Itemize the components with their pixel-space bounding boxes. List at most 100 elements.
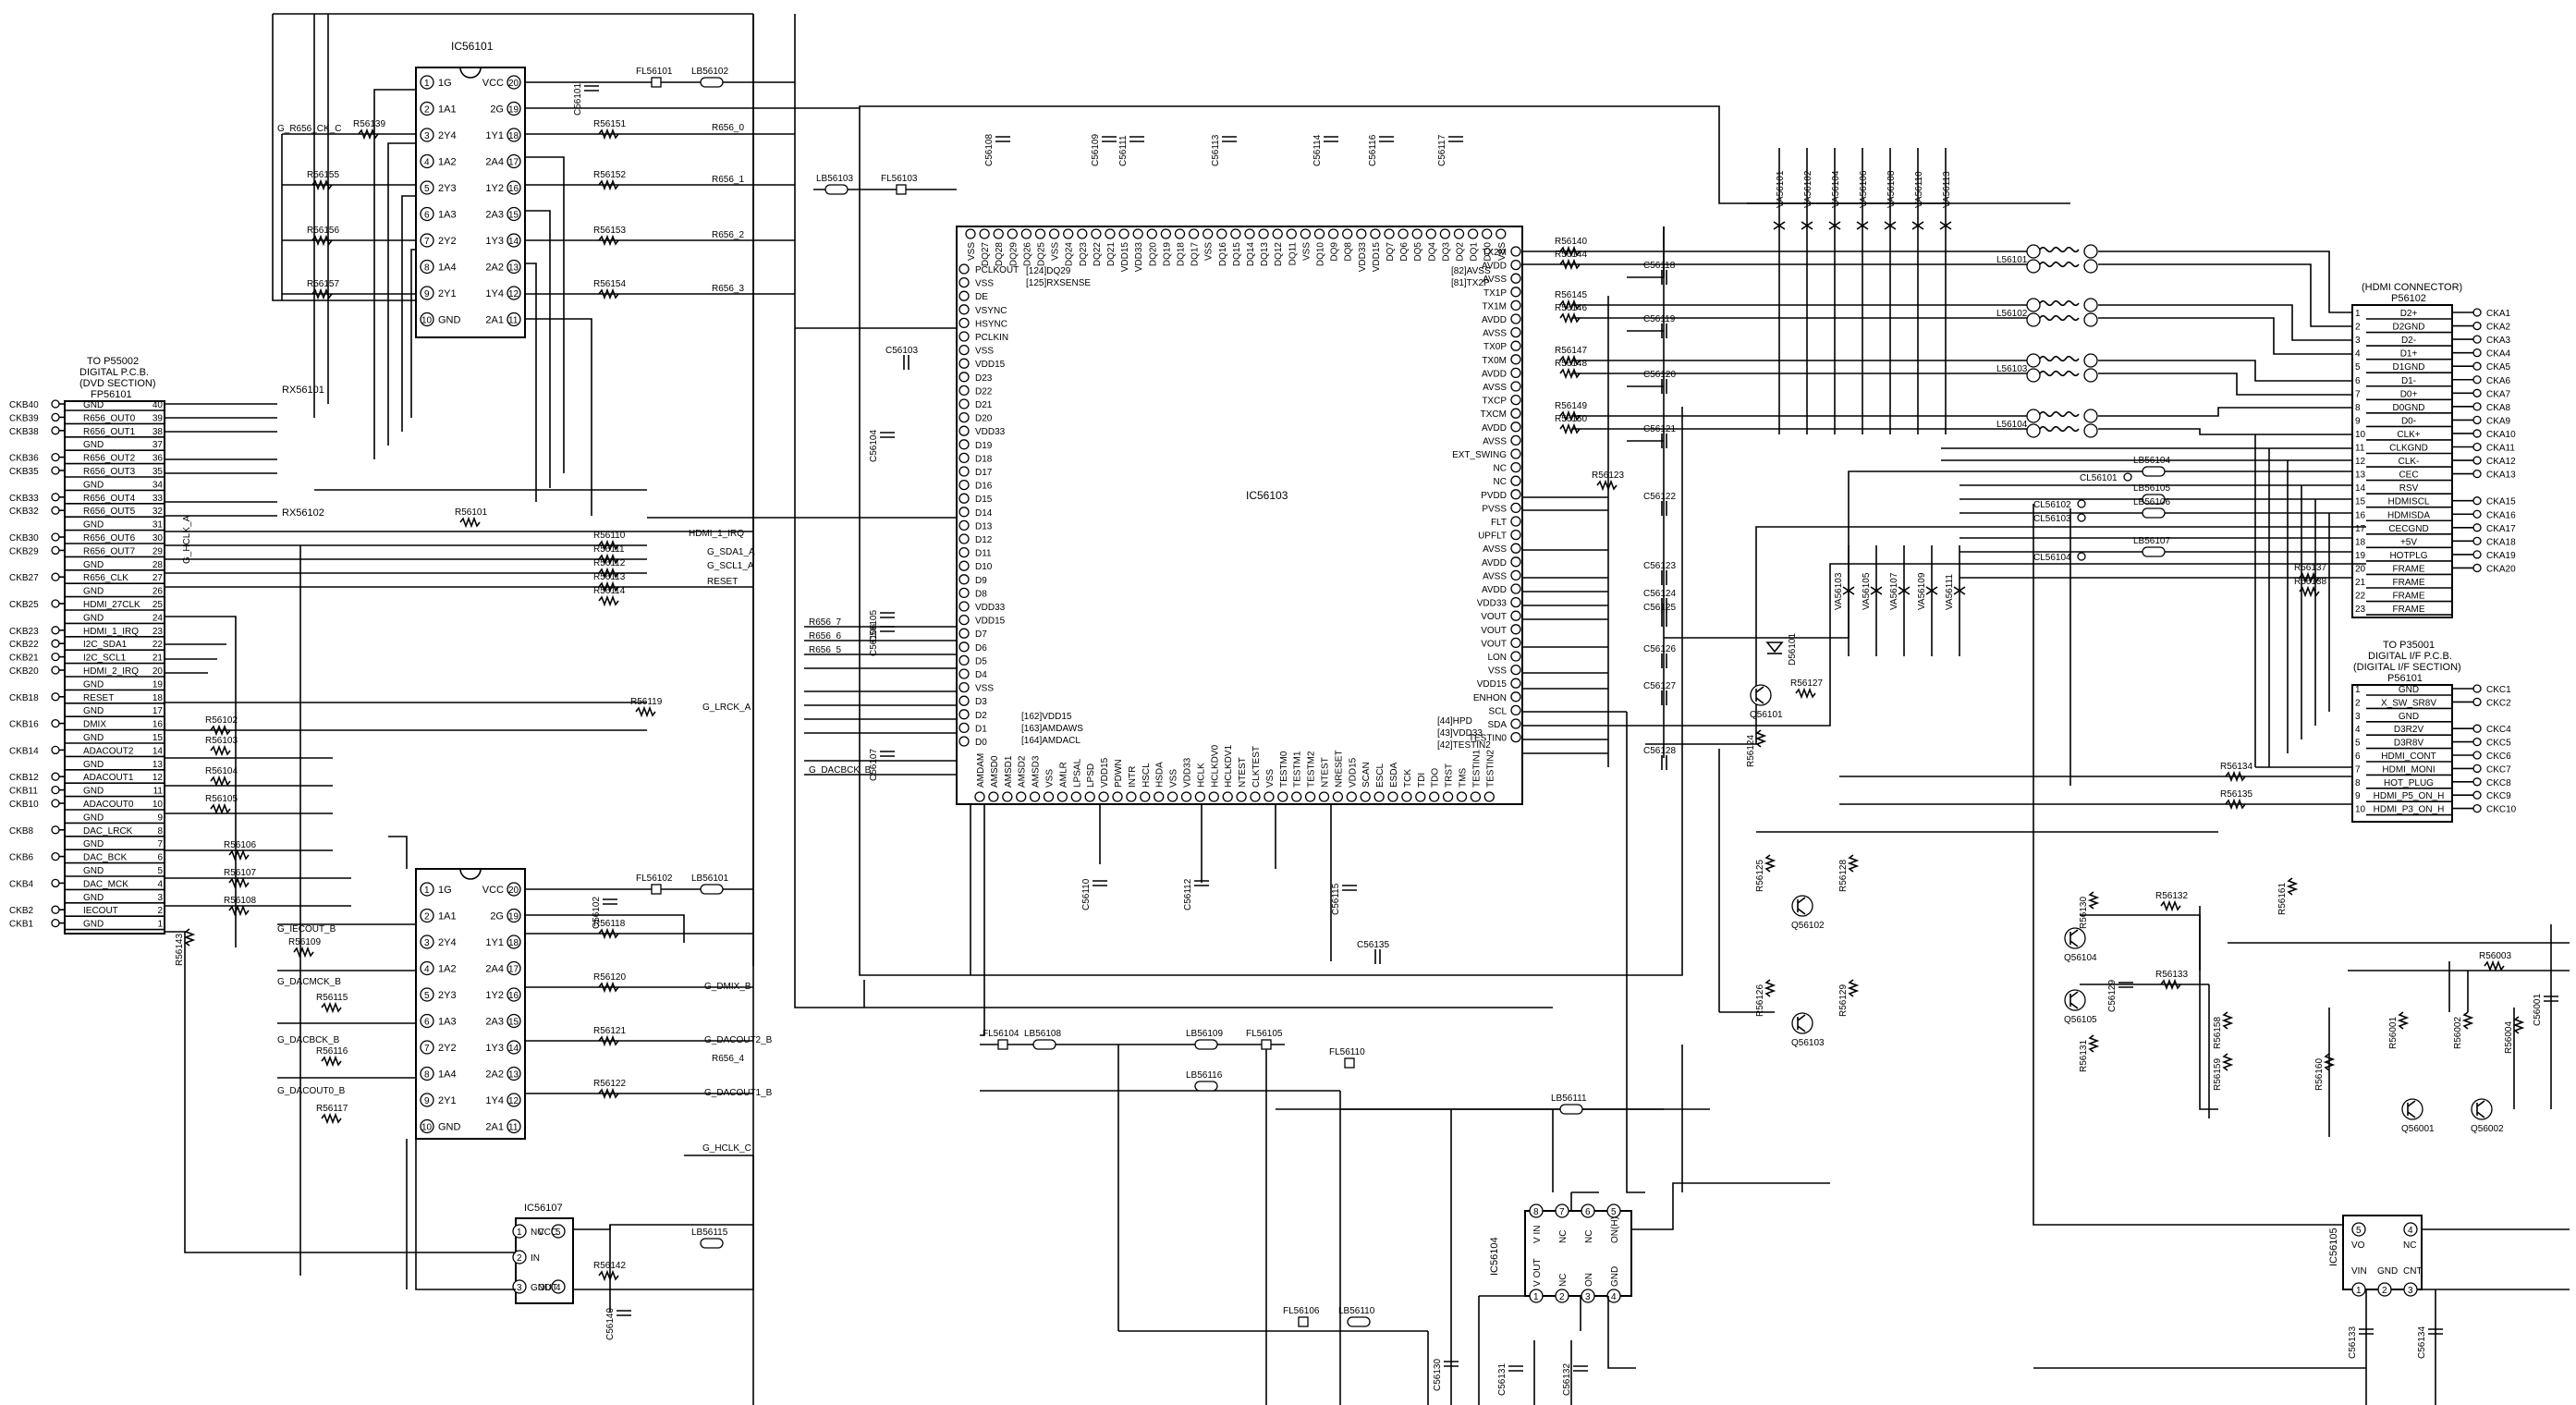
- varistor-VA56103-icon: [1842, 586, 1855, 595]
- resistor-R56112-icon: [598, 567, 619, 580]
- fp-row-name-5: GND: [83, 866, 104, 876]
- p2-row-ck-10: CKA10: [2486, 430, 2516, 440]
- p2-row-num-20: 20: [2355, 564, 2366, 574]
- resistor-R56001-label: R56001: [2388, 1017, 2399, 1049]
- ic56103-rpin-name-36: TESTIN0: [1469, 734, 1508, 744]
- resistor-R56111-icon: [598, 553, 619, 566]
- ic56103-lpin-23: [958, 574, 970, 585]
- p2-row-num-22: 22: [2355, 592, 2366, 602]
- ic56103-bpin-name-31: TCK: [1403, 769, 1413, 788]
- ic56103-tpin-23: [1286, 228, 1297, 239]
- fp-ck-39-icon: [51, 412, 60, 422]
- p1-row-ck-9: CKC9: [2486, 791, 2511, 801]
- ic56103-lpin-name-35: D0: [975, 738, 987, 748]
- ferrite-LB56105-label: LB56105: [2133, 483, 2170, 494]
- capacitor-C56127-label: C56127: [1643, 681, 1676, 691]
- fp-row-name-31: GND: [83, 520, 104, 531]
- p1-ck-5-icon: [2472, 737, 2482, 747]
- ic56103-tpin-name-16: DQ17: [1190, 242, 1201, 267]
- varistor-VA56111-icon: [1953, 586, 1966, 595]
- capacitor-C56119-label: C56119: [1643, 314, 1676, 324]
- fp-row-num-2: 2: [157, 906, 163, 916]
- resistor-R56121-label: R56121: [593, 1026, 626, 1036]
- ic56103-lpin-name-12: VDD33: [975, 427, 1006, 437]
- ferrite-LB56103-icon: [824, 184, 848, 195]
- capacitor-C56110-icon: [1093, 880, 1107, 886]
- capacitor-C56132-label: C56132: [1562, 1363, 1572, 1396]
- varistor-VA56109-label: VA56109: [1917, 572, 1927, 610]
- pin-r-11-num: 11: [508, 316, 519, 326]
- ic56103-bpin-name-8: LPSD: [1086, 764, 1096, 788]
- fp56101-title-1: DIGITAL P.C.B.: [79, 367, 149, 378]
- coil-L56104-pin2: [2026, 423, 2041, 438]
- capacitor-C56117-icon: [1448, 136, 1463, 142]
- ic56103-lpin-name-3: VSYNC: [975, 306, 1007, 316]
- ic56103-tpin-21: [1258, 228, 1269, 239]
- fp-row-ck-32: CKB32: [9, 507, 39, 517]
- ic56103-lpin-name-31: VSS: [975, 684, 994, 694]
- ic56103-tpin-28: [1356, 228, 1367, 239]
- ic56103-lpin-name-34: D1: [975, 724, 987, 734]
- p2-ck-18-icon: [2472, 536, 2482, 545]
- capacitor-layer: C56101C56102C56103C56104C56105C56106C561…: [573, 83, 2558, 1396]
- fp56101-title-3: FP56101: [91, 389, 132, 400]
- fp-row-name-28: GND: [83, 560, 104, 570]
- ic56103-lpin-name-32: D3: [975, 697, 987, 707]
- ic56103-bpin-name-26: NRESET: [1334, 750, 1344, 788]
- varistor-VA56105-label: VA56105: [1862, 572, 1872, 610]
- pin-name-l-2: 1A1: [438, 911, 457, 922]
- ic56103-tpin-15: [1174, 228, 1186, 239]
- ic56103-bpin-32: [1415, 791, 1426, 802]
- p1-ck-2-icon: [2472, 697, 2482, 707]
- p1-ck-4-icon: [2472, 724, 2482, 733]
- ic56107-pin-5-num: 5: [555, 1228, 561, 1238]
- ic56103-lpin-12: [958, 425, 970, 436]
- p56102-title-1: P56102: [2391, 293, 2426, 304]
- ic56103-lpin-5: [958, 331, 970, 342]
- ic56103-bpin-name-18: HCLKDV1: [1224, 744, 1234, 788]
- ic56103-note-tx2p: [81]TX2P: [1451, 278, 1490, 288]
- p1-row-ck-4: CKC4: [2486, 725, 2511, 735]
- resistor-R56113-icon: [598, 580, 619, 593]
- ic56103-rpin-name-35: SDA: [1487, 720, 1507, 730]
- p1-row-name-9: HDMI_P5_ON_H: [2374, 791, 2445, 801]
- ic56103-tpin-26: [1327, 228, 1339, 239]
- capacitor-C56111-icon: [1129, 136, 1144, 142]
- pin-name-l-3: 2Y4: [438, 937, 457, 948]
- resistor-R56140-label: R56140: [1555, 237, 1587, 247]
- pin-r-14-num: 14: [508, 1044, 519, 1054]
- resistor-R56128-icon: [1847, 854, 1860, 873]
- ic56103-rpin-31: [1510, 664, 1521, 676]
- capacitor-C56125-label: C56125: [1643, 603, 1676, 613]
- ic56103-bpin-29: [1373, 791, 1385, 802]
- capacitor-C56113-icon: [1222, 136, 1237, 142]
- p2-ck-11-icon: [2472, 442, 2482, 452]
- ic56104-bpin-3-circle: [1606, 1289, 1621, 1303]
- coil-L56103-pin3: [2083, 368, 2098, 383]
- ic56103-lpin-name-11: D20: [975, 414, 993, 424]
- fp-row-ck-21: CKB21: [9, 654, 39, 664]
- fp-row-name-1: GND: [83, 920, 104, 930]
- ic56103-tpin-name-26: DQ9: [1330, 242, 1340, 262]
- capacitor-C56112-label: C56112: [1183, 878, 1193, 910]
- ic56103-lpin-21: [958, 546, 970, 558]
- ic56103-rpin-name-32: VDD15: [1477, 679, 1508, 690]
- fp-row-name-29: R656_OUT7: [83, 546, 136, 556]
- resistor-R56144-label: R56144: [1555, 250, 1587, 260]
- p2-row-ck-12: CKA12: [2486, 457, 2516, 467]
- ic56103-bpin-name-0: AMDAM: [976, 753, 986, 788]
- ic56107-pin-name-3: GND: [531, 1283, 551, 1293]
- ic56103-tpin-name-5: DQ25: [1037, 242, 1047, 267]
- varistor-VA56106-label: VA56106: [1859, 170, 1869, 208]
- ic56103-note-amdacl: [164]AMDACL: [1021, 736, 1080, 746]
- ic56103-tpin-name-34: DQ3: [1441, 242, 1451, 262]
- coil-L56103-icon: [2039, 355, 2080, 377]
- coil-L56101-label: L56101: [1996, 255, 2028, 265]
- rx56102-label: RX56102: [282, 507, 324, 519]
- fp-row-num-22: 22: [153, 640, 164, 650]
- capacitor-C56140-icon: [617, 1310, 631, 1316]
- p2-ck-15-icon: [2472, 496, 2482, 506]
